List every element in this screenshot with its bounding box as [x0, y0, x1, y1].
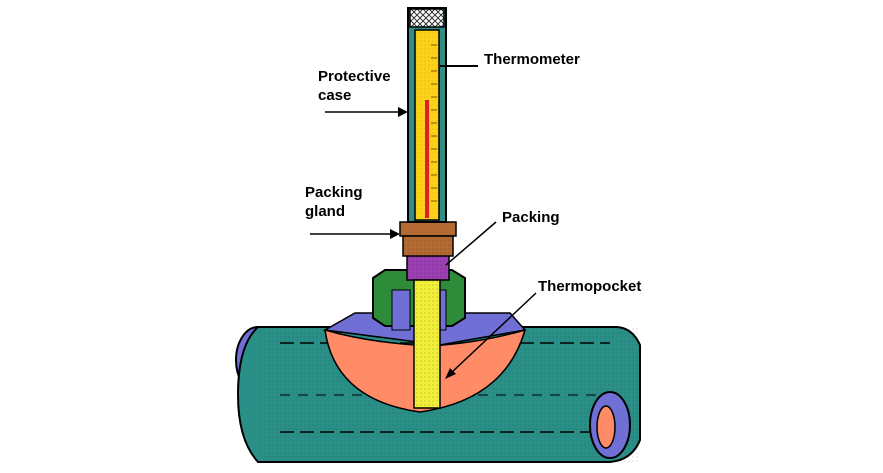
label-packing: Packing	[502, 209, 560, 226]
label-thermometer: Thermometer	[484, 51, 580, 68]
case-top-cap	[409, 8, 445, 28]
packing-leader	[445, 221, 497, 266]
label-packing-gland-line2: gland	[305, 203, 345, 220]
label-protective-case-line1: Protective	[318, 68, 391, 85]
pipe-right-end-inner	[596, 405, 616, 449]
label-packing-gland-line1: Packing	[305, 184, 363, 201]
thermometer	[414, 29, 440, 221]
mercury-column	[425, 100, 429, 218]
label-protective-case-line2: case	[318, 87, 351, 104]
thermopocket-arrow	[445, 292, 537, 379]
label-thermopocket: Thermopocket	[538, 278, 641, 295]
packing-gland-arrow	[310, 229, 400, 239]
protective-case-arrow	[325, 107, 408, 117]
packing-gland	[399, 221, 457, 257]
